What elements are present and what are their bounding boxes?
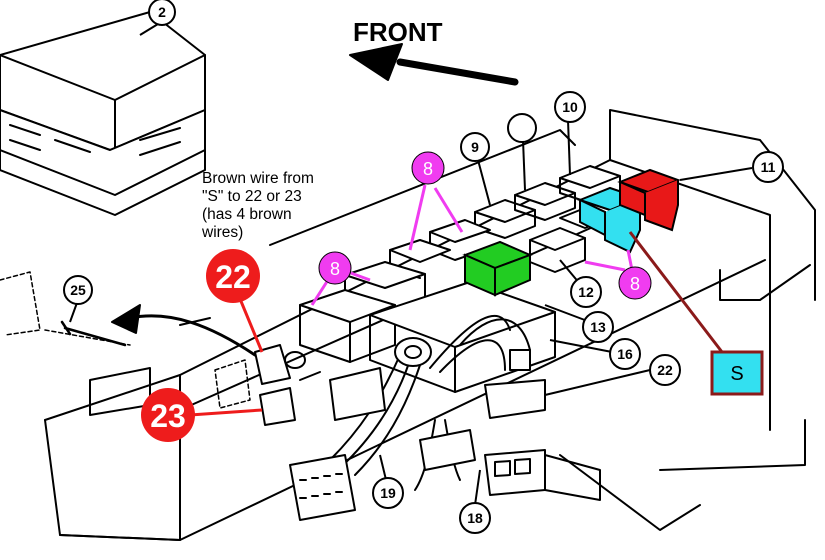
marker-22-label: 22	[215, 259, 251, 295]
callout-13: 13	[582, 311, 614, 343]
callout-22: 22	[649, 354, 681, 386]
callout-19: 19	[372, 477, 404, 509]
marker-8-left: 8	[318, 251, 352, 285]
note-line-3: (has 4 brown	[202, 206, 292, 223]
marker-8-right-label: 8	[630, 274, 640, 294]
s-leader	[628, 231, 724, 353]
marker-22: 22	[206, 249, 260, 303]
callout-22-label: 22	[657, 362, 673, 378]
callout-16: 16	[609, 338, 641, 370]
callout-2-label: 2	[158, 4, 166, 20]
callout-blank	[507, 113, 537, 143]
callout-10: 10	[554, 91, 586, 123]
wire-harness	[299, 314, 546, 491]
callout-12: 12	[570, 276, 602, 308]
callout-11-label: 11	[761, 159, 776, 175]
callout-2: 2	[148, 0, 176, 26]
front-label: FRONT	[353, 17, 443, 47]
brown-wire-note: Brown wire from "S" to 22 or 23 (has 4 b…	[202, 170, 392, 242]
ghost-connector	[0, 271, 251, 409]
cyan-relay	[577, 186, 643, 254]
callout-16-label: 16	[617, 346, 633, 362]
relay-13	[299, 289, 396, 363]
s-box-label: S	[730, 363, 743, 385]
callout-9-label: 9	[471, 139, 479, 155]
marker-23-label: 23	[150, 398, 186, 434]
callout-10-label: 10	[562, 99, 578, 115]
callout-11: 11	[752, 151, 784, 183]
callout-25-label: 25	[70, 282, 86, 298]
green-relay	[462, 240, 533, 297]
marker-8-top: 8	[411, 151, 445, 185]
callout-13-label: 13	[590, 319, 606, 335]
magenta-leaders	[310, 184, 634, 306]
marker-8-top-label: 8	[423, 159, 433, 179]
callout-25: 25	[63, 275, 93, 305]
red-leaders	[189, 293, 264, 417]
s-box: S	[710, 350, 764, 396]
relay-16	[369, 281, 556, 393]
marker-8-right: 8	[618, 266, 652, 300]
module-box-2	[0, 11, 206, 216]
callout-19-label: 19	[380, 485, 396, 501]
socket-parts	[254, 344, 306, 426]
callout-12-label: 12	[578, 284, 594, 300]
marker-8-left-label: 8	[330, 259, 340, 279]
callout-18: 18	[459, 502, 491, 534]
callout-18-label: 18	[467, 510, 483, 526]
removal-arrow	[111, 304, 257, 357]
note-line-2: "S" to 22 or 23	[202, 188, 302, 205]
callout-9: 9	[460, 132, 490, 162]
red-relay	[617, 168, 681, 232]
connector-18	[484, 449, 601, 501]
marker-23: 23	[141, 388, 195, 442]
note-line-1: Brown wire from	[202, 170, 314, 187]
front-arrow	[349, 43, 519, 86]
fuse-pin-25	[60, 320, 127, 347]
connector-19	[289, 454, 356, 521]
note-line-4: wires)	[202, 224, 244, 241]
